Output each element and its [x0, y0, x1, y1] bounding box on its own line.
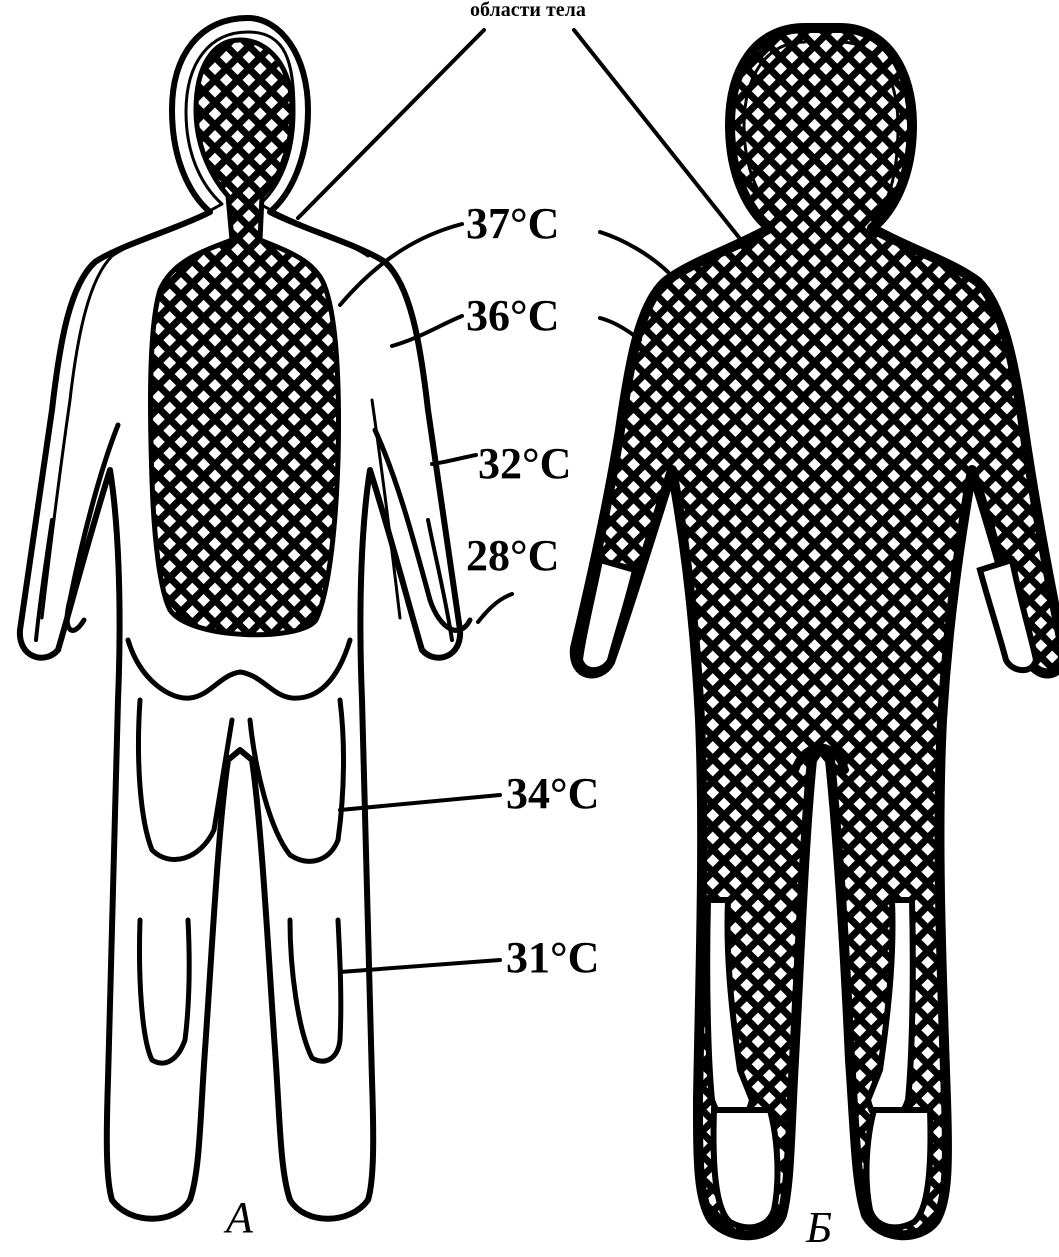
label-28c: 28°C: [466, 531, 559, 580]
label-36c: 36°C: [466, 291, 559, 340]
figure-label-right: Б: [805, 1203, 832, 1252]
label-34c: 34°C: [506, 769, 599, 818]
figure-a-arm-left-inner2: [36, 520, 52, 640]
figure-label-left: А: [223, 1193, 254, 1242]
figure-b-foot-right: [867, 1110, 931, 1227]
figure-a-calf-left: [140, 920, 190, 1063]
leader-36-a: [392, 316, 462, 346]
figure-b: [575, 28, 1059, 1235]
leader-37-a: [340, 224, 462, 305]
leader-37-b: [600, 232, 668, 272]
leader-32: [432, 455, 476, 464]
leader-31: [340, 960, 500, 972]
label-31c: 31°C: [506, 933, 599, 982]
figure-a-calf-right: [290, 920, 341, 1061]
header-label: области тела: [470, 0, 586, 21]
label-32c: 32°C: [478, 439, 571, 488]
figure-b-foot-left: [714, 1110, 778, 1227]
leader-36-b: [600, 318, 640, 340]
leader-header-b: [574, 30, 745, 245]
figure-a-thigh-right: [250, 700, 344, 861]
figure-a: [20, 18, 470, 1219]
figure-b-silhouette: [575, 28, 1059, 1235]
label-37c: 37°C: [466, 199, 559, 248]
figure-a-pelvis-boundary: [128, 640, 350, 698]
leader-header-a: [298, 30, 484, 218]
leader-28: [478, 594, 512, 622]
figure-a-core-region: [150, 40, 338, 635]
